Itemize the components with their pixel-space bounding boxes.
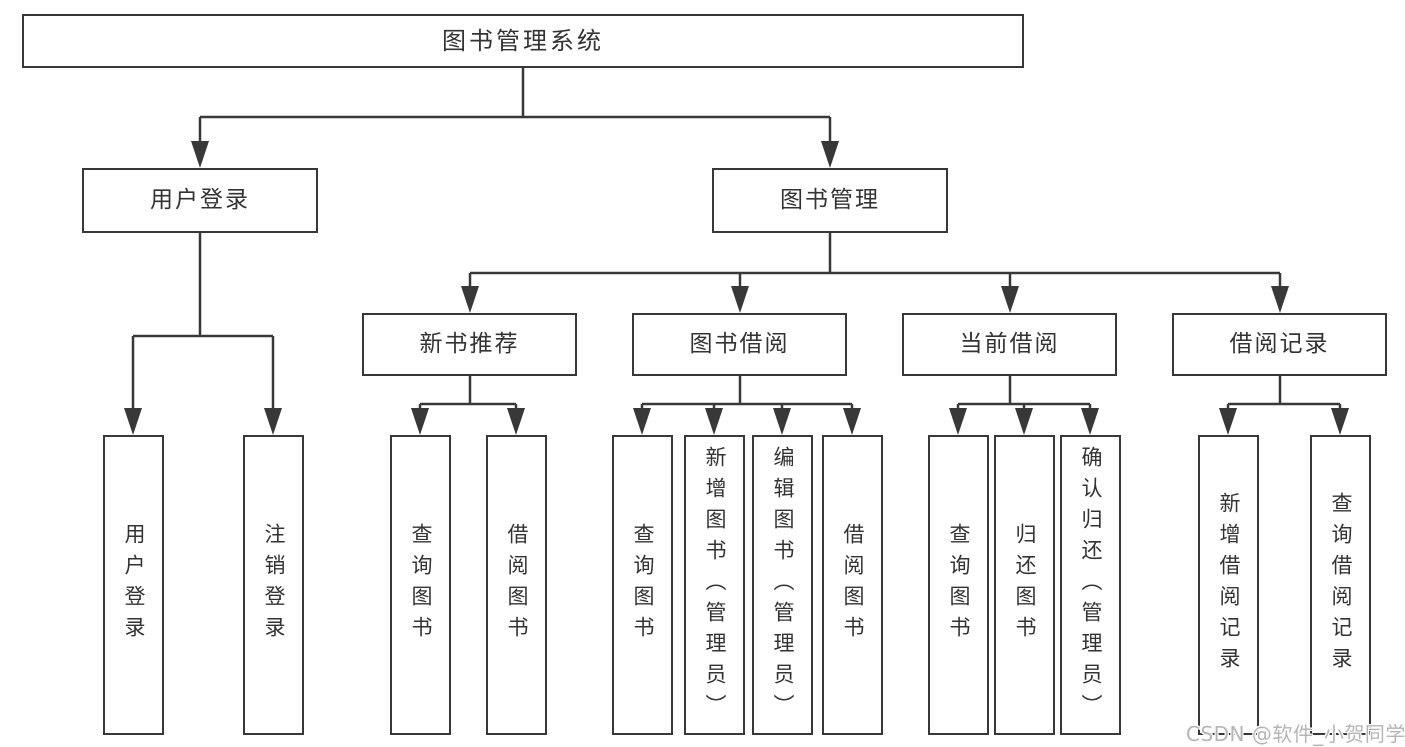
arrowhead-icon [264,408,282,435]
leaf-query-books-borrow: 查询图书 [612,435,673,735]
arrowhead-icon [705,408,723,435]
arrowhead-icon [843,408,861,435]
leaf-edit-books-admin: 编辑图书（管理员） [752,435,813,735]
csdn-watermark: CSDN @软件_小贺同学 [1186,722,1405,746]
leaf-confirm-return-admin: 确认归还（管理员） [1060,435,1121,735]
arrowhead-icon [461,286,479,313]
node-library-management-system: 图书管理系统 [22,14,1024,68]
arrowhead-icon [1219,408,1237,435]
arrowhead-icon [731,286,749,313]
arrowhead-icon [191,141,209,168]
arrowhead-icon [1081,408,1099,435]
leaf-query-books-recommend: 查询图书 [390,435,451,735]
leaf-return-books: 归还图书 [994,435,1055,735]
node-new-book-recommend: 新书推荐 [362,313,577,376]
leaf-logout: 注销登录 [243,435,304,735]
arrowhead-icon [1331,408,1349,435]
arrowhead-icon [1271,286,1289,313]
leaf-borrow-books-recommend: 借阅图书 [486,435,547,735]
arrowhead-icon [124,408,142,435]
arrowhead-icon [411,408,429,435]
arrowhead-icon [1001,286,1019,313]
leaf-query-borrow-record: 查询借阅记录 [1310,435,1371,735]
arrowhead-icon [1015,408,1033,435]
node-borrow-records: 借阅记录 [1172,313,1387,376]
leaf-user-login: 用户登录 [103,435,164,735]
arrowhead-icon [949,408,967,435]
arrowhead-icon [507,408,525,435]
arrowhead-icon [773,408,791,435]
leaf-add-borrow-record: 新增借阅记录 [1198,435,1259,735]
node-book-management: 图书管理 [712,168,948,233]
node-current-borrow: 当前借阅 [902,313,1117,376]
arrowheads [124,141,1349,435]
arrowhead-icon [633,408,651,435]
tree-edges [131,68,1342,412]
leaf-borrow-books: 借阅图书 [822,435,883,735]
node-user-login: 用户登录 [82,168,318,233]
leaf-add-books-admin: 新增图书（管理员） [684,435,745,735]
leaf-query-books-current: 查询图书 [928,435,989,735]
node-book-borrow: 图书借阅 [632,313,847,376]
arrowhead-icon [821,141,839,168]
